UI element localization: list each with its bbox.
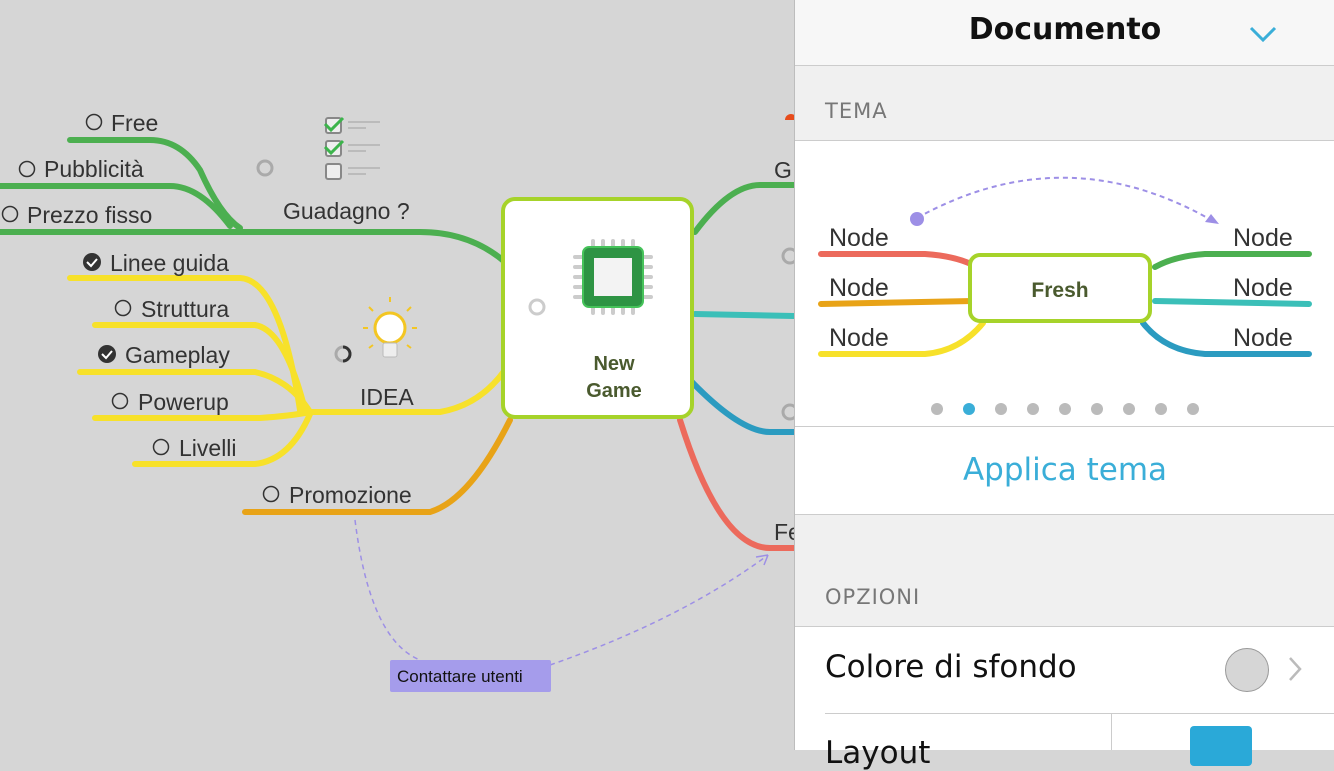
- background-color-swatch[interactable]: [1225, 648, 1269, 692]
- theme-node-label: Node: [829, 274, 889, 302]
- section-label: OPZIONI: [825, 585, 921, 609]
- apply-theme-button[interactable]: Applica tema: [795, 427, 1334, 515]
- node-struttura[interactable]: Struttura: [114, 296, 230, 322]
- svg-text:Prezzo fisso: Prezzo fisso: [27, 202, 152, 228]
- relation-line: [354, 519, 769, 666]
- svg-text:Livelli: Livelli: [179, 435, 237, 461]
- divider: [825, 713, 1334, 714]
- tema-section-header: TEMA: [795, 66, 1334, 141]
- branch-lines: [0, 137, 794, 551]
- section-label: TEMA: [825, 99, 888, 123]
- svg-text:New: New: [593, 353, 635, 375]
- theme-node-label: Node: [1233, 274, 1293, 302]
- arrow-icon: [755, 554, 769, 566]
- svg-text:Gameplay: Gameplay: [125, 342, 230, 368]
- node-linee-guida[interactable]: Linee guida: [83, 250, 229, 276]
- progress-icon: [781, 403, 794, 421]
- page-dot[interactable]: [1059, 403, 1071, 415]
- progress-icon: [256, 159, 274, 177]
- svg-text:Linee guida: Linee guida: [110, 250, 229, 276]
- page-dot[interactable]: [931, 403, 943, 415]
- marker-icon: [785, 114, 794, 120]
- background-color-row[interactable]: Colore di sfondo: [795, 627, 1334, 713]
- node-promozione[interactable]: Promozione: [262, 482, 412, 508]
- theme-node-label: Node: [1233, 324, 1293, 352]
- page-dot[interactable]: [963, 403, 975, 415]
- page-indicator[interactable]: [931, 403, 1199, 415]
- svg-text:Powerup: Powerup: [138, 389, 229, 415]
- page-dot[interactable]: [1091, 403, 1103, 415]
- svg-text:Free: Free: [111, 110, 158, 136]
- node-guadagno[interactable]: Guadagno ?: [283, 198, 410, 224]
- checklist-icon: [323, 116, 380, 180]
- svg-text:Game: Game: [586, 380, 642, 402]
- layout-option-selected[interactable]: [1190, 726, 1252, 766]
- theme-node-label: Node: [829, 324, 889, 352]
- svg-text:Promozione: Promozione: [289, 482, 412, 508]
- progress-icon: [528, 298, 546, 316]
- svg-text:Struttura: Struttura: [141, 296, 229, 322]
- page-dot[interactable]: [1123, 403, 1135, 415]
- opzioni-section-header: OPZIONI: [795, 515, 1334, 627]
- mindmap-canvas[interactable]: Free Pubblicità Prezzo fisso Guadagno ? …: [0, 0, 794, 750]
- node-right-top[interactable]: G: [774, 157, 792, 183]
- layout-row[interactable]: Layout: [795, 713, 1334, 771]
- panel-header: Documento: [795, 0, 1334, 66]
- node-gameplay[interactable]: Gameplay: [98, 342, 230, 368]
- svg-text:Pubblicità: Pubblicità: [44, 156, 144, 182]
- node-pubblicita[interactable]: Pubblicità: [18, 156, 144, 182]
- layout-label: Layout: [825, 735, 931, 771]
- panel-title: Documento: [968, 12, 1162, 47]
- page-dot[interactable]: [1155, 403, 1167, 415]
- node-prezzo-fisso[interactable]: Prezzo fisso: [1, 202, 153, 228]
- page-dot[interactable]: [995, 403, 1007, 415]
- central-node[interactable]: New Game: [501, 197, 694, 419]
- callout-contattare-utenti[interactable]: Contattare utenti: [390, 660, 551, 692]
- node-powerup[interactable]: Powerup: [111, 389, 229, 415]
- node-right-bottom[interactable]: Fe: [774, 519, 794, 545]
- node-idea[interactable]: IDEA: [360, 384, 414, 410]
- chevron-down-icon[interactable]: [1247, 22, 1279, 46]
- progress-icon: [781, 247, 794, 265]
- page-dot[interactable]: [1187, 403, 1199, 415]
- lightbulb-icon: [363, 297, 417, 358]
- chevron-right-icon: [1289, 657, 1302, 681]
- node-free[interactable]: Free: [85, 110, 159, 136]
- svg-text:Contattare utenti: Contattare utenti: [397, 667, 523, 686]
- document-panel: Documento TEMA Fresh Node Node Node: [794, 0, 1334, 771]
- theme-node-label: Node: [829, 224, 889, 252]
- theme-preview-carousel[interactable]: Fresh Node Node Node Node Node Node: [795, 141, 1334, 427]
- node-livelli[interactable]: Livelli: [152, 435, 237, 461]
- divider: [1111, 713, 1112, 750]
- background-color-label: Colore di sfondo: [825, 649, 1077, 685]
- page-dot[interactable]: [1027, 403, 1039, 415]
- theme-center-label: Fresh: [1031, 279, 1088, 302]
- chip-icon: [573, 239, 653, 315]
- theme-node-label: Node: [1233, 224, 1293, 252]
